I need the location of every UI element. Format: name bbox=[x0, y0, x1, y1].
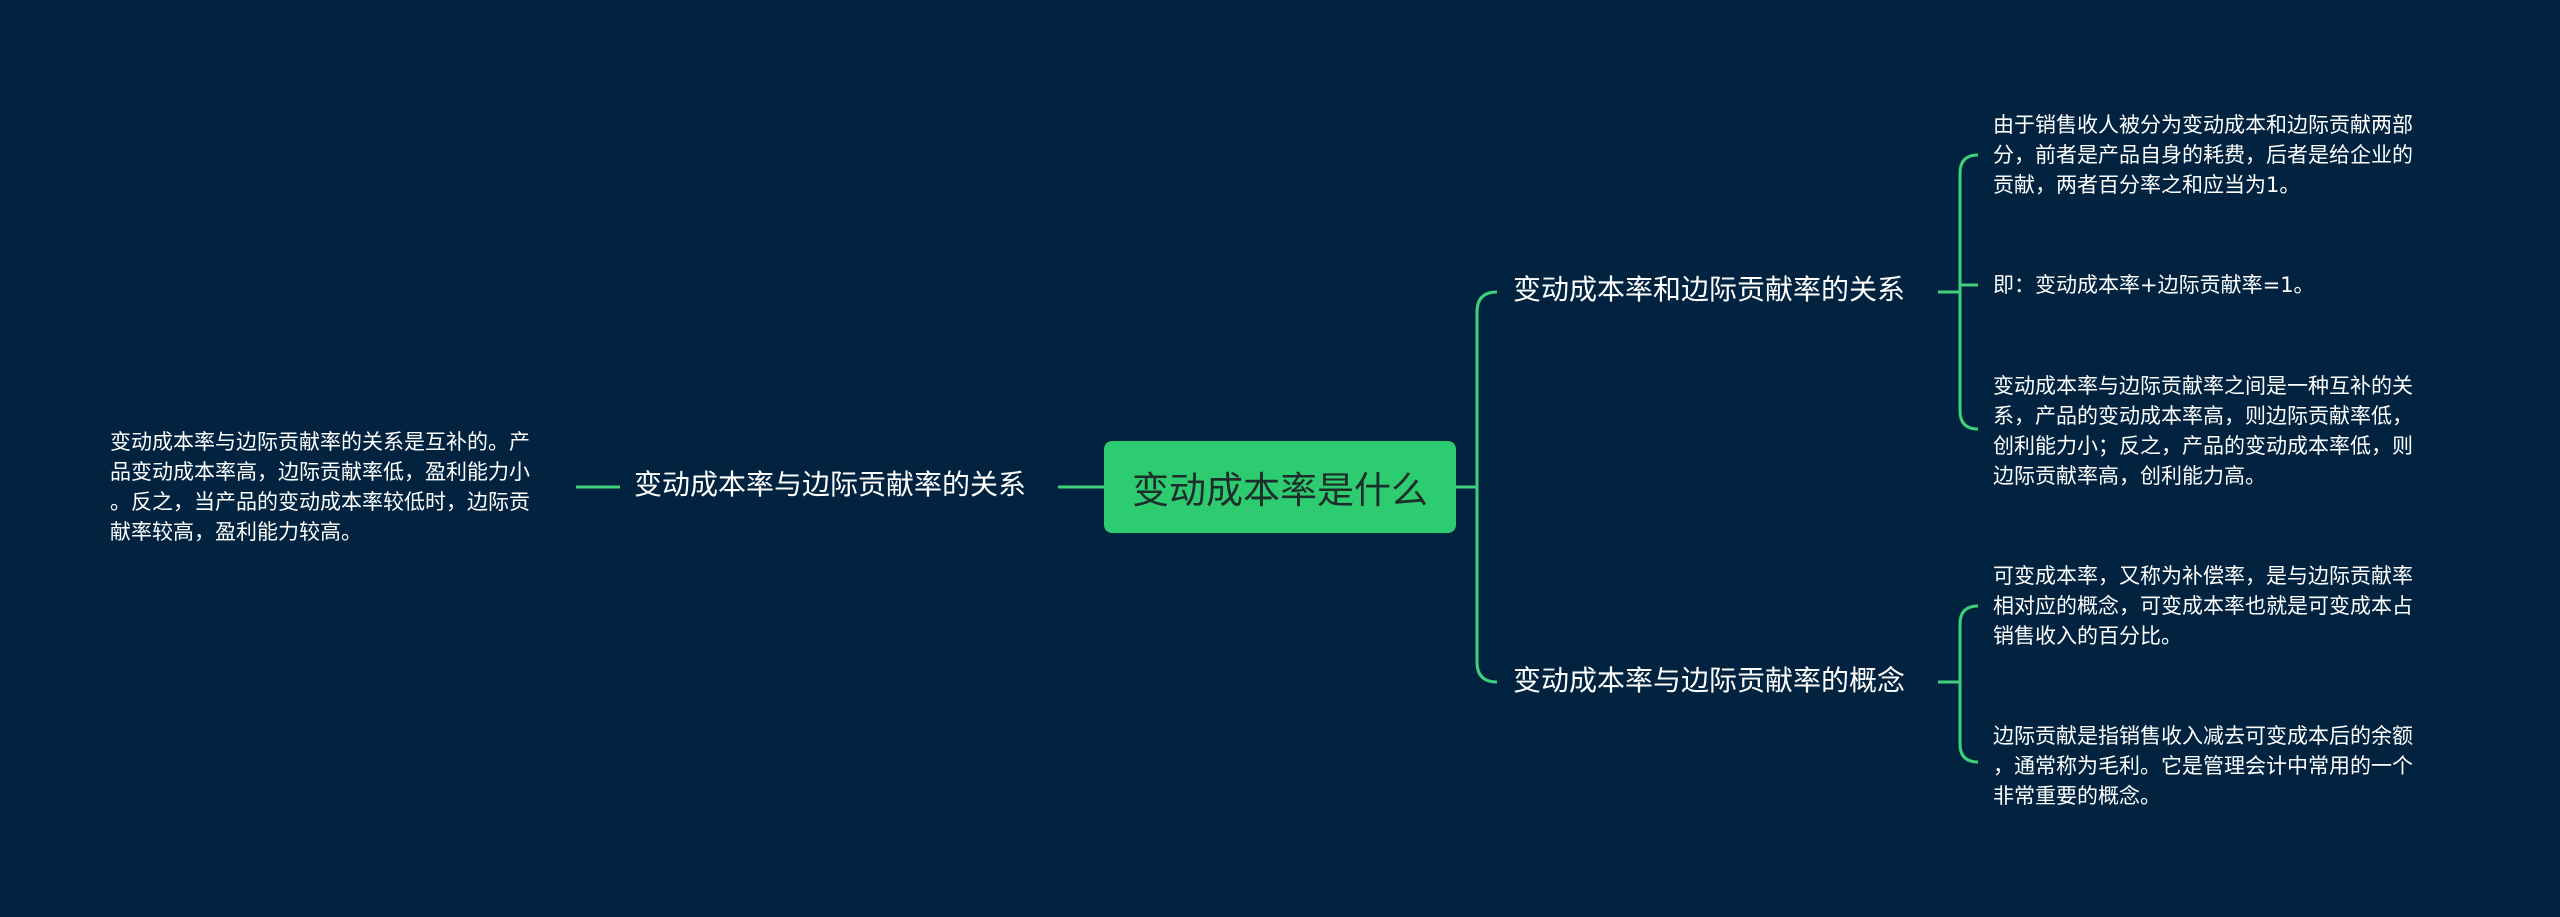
note-line: 相对应的概念，可变成本率也就是可变成本占 bbox=[1993, 594, 2413, 618]
note-line: 品变动成本率高，边际贡献率低，盈利能力小 bbox=[110, 460, 530, 484]
connector-rt-bracket bbox=[1958, 153, 1979, 431]
note-line: 由于销售收人被分为变动成本和边际贡献两部 bbox=[1993, 113, 2413, 137]
note-line: 销售收入的百分比。 bbox=[1993, 624, 2182, 648]
root-topic[interactable]: 变动成本率是什么 bbox=[1104, 441, 1456, 533]
root-topic-label: 变动成本率是什么 bbox=[1132, 469, 1428, 512]
right-top-note-1[interactable]: 由于销售收人被分为变动成本和边际贡献两部 分，前者是产品自身的耗费，后者是给企业… bbox=[1993, 110, 2463, 200]
right-top-branch-topic[interactable]: 变动成本率和边际贡献率的关系 bbox=[1513, 272, 1905, 308]
right-bottom-note-1[interactable]: 可变成本率，又称为补偿率，是与边际贡献率 相对应的概念，可变成本率也就是可变成本… bbox=[1993, 561, 2463, 651]
note-line: 系，产品的变动成本率高，则边际贡献率低， bbox=[1993, 404, 2413, 428]
note-line: 变动成本率与边际贡献率之间是一种互补的关 bbox=[1993, 374, 2413, 398]
left-branch-label: 变动成本率与边际贡献率的关系 bbox=[634, 468, 1027, 501]
note-line: 即：变动成本率+边际贡献率=1。 bbox=[1993, 273, 2315, 297]
note-line: 非常重要的概念。 bbox=[1993, 784, 2161, 808]
note-line: 。反之，当产品的变动成本率较低时，边际贡 bbox=[110, 490, 530, 514]
note-line: 贡献，两者百分率之和应当为1。 bbox=[1993, 173, 2301, 197]
note-line: 边际贡献是指销售收入减去可变成本后的余额 bbox=[1993, 724, 2413, 748]
right-bottom-branch-label: 变动成本率与边际贡献率的概念 bbox=[1513, 664, 1906, 697]
right-top-branch-label: 变动成本率和边际贡献率的关系 bbox=[1513, 273, 1906, 306]
note-line: ，通常称为毛利。它是管理会计中常用的一个 bbox=[1993, 754, 2413, 778]
left-branch-topic[interactable]: 变动成本率与边际贡献率的关系 bbox=[634, 467, 1026, 503]
right-bottom-note-2[interactable]: 边际贡献是指销售收入减去可变成本后的余额 ，通常称为毛利。它是管理会计中常用的一… bbox=[1993, 721, 2463, 811]
connector-right-spine bbox=[1475, 290, 1498, 684]
left-branch-note[interactable]: 变动成本率与边际贡献率的关系是互补的。产 品变动成本率高，边际贡献率低，盈利能力… bbox=[110, 427, 570, 547]
note-line: 创利能力小；反之，产品的变动成本率低，则 bbox=[1993, 434, 2413, 458]
note-line: 变动成本率与边际贡献率的关系是互补的。产 bbox=[110, 430, 530, 454]
note-line: 可变成本率，又称为补偿率，是与边际贡献率 bbox=[1993, 564, 2413, 588]
right-bottom-branch-topic[interactable]: 变动成本率与边际贡献率的概念 bbox=[1513, 663, 1905, 699]
note-line: 分，前者是产品自身的耗费，后者是给企业的 bbox=[1993, 143, 2413, 167]
note-line: 边际贡献率高，创利能力高。 bbox=[1993, 464, 2266, 488]
connector-rb-bracket bbox=[1958, 604, 1979, 764]
right-top-note-2[interactable]: 即：变动成本率+边际贡献率=1。 bbox=[1993, 270, 2463, 300]
right-top-note-3[interactable]: 变动成本率与边际贡献率之间是一种互补的关 系，产品的变动成本率高，则边际贡献率低… bbox=[1993, 371, 2463, 491]
note-line: 献率较高，盈利能力较高。 bbox=[110, 520, 362, 544]
